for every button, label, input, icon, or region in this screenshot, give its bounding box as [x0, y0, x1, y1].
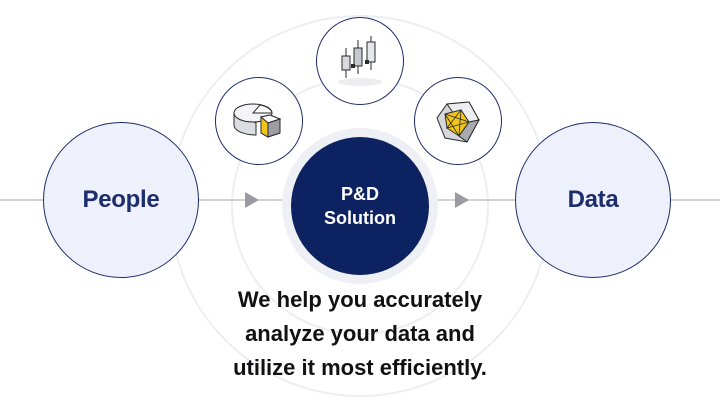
pd-solution-label-line1: P&D — [340, 184, 379, 204]
people-label: People — [82, 186, 160, 213]
tagline: We help you accurately analyze your data… — [110, 283, 610, 385]
tagline-line2: analyze your data and — [245, 321, 475, 346]
pie-chart-icon-circle — [215, 77, 303, 165]
arrow-right-icon — [455, 192, 469, 208]
arrow-right-icon — [245, 192, 259, 208]
data-label: Data — [567, 186, 619, 213]
pd-solution-label: P&D Solution — [324, 182, 396, 230]
candlestick-chart-icon-circle — [316, 17, 404, 105]
tagline-line1: We help you accurately — [237, 287, 483, 312]
diamond-gem-icon-circle — [414, 77, 502, 165]
pd-solution-label-line2: Solution — [324, 208, 396, 228]
tagline-line3: utilize it most efficiently. — [233, 355, 487, 380]
people-node: People — [43, 122, 199, 278]
pd-solution-node: P&D Solution — [291, 137, 429, 275]
pie-chart-icon — [233, 103, 282, 138]
candlestick-chart-icon — [338, 36, 382, 86]
diamond-gem-icon — [436, 101, 480, 143]
data-node: Data — [515, 122, 671, 278]
